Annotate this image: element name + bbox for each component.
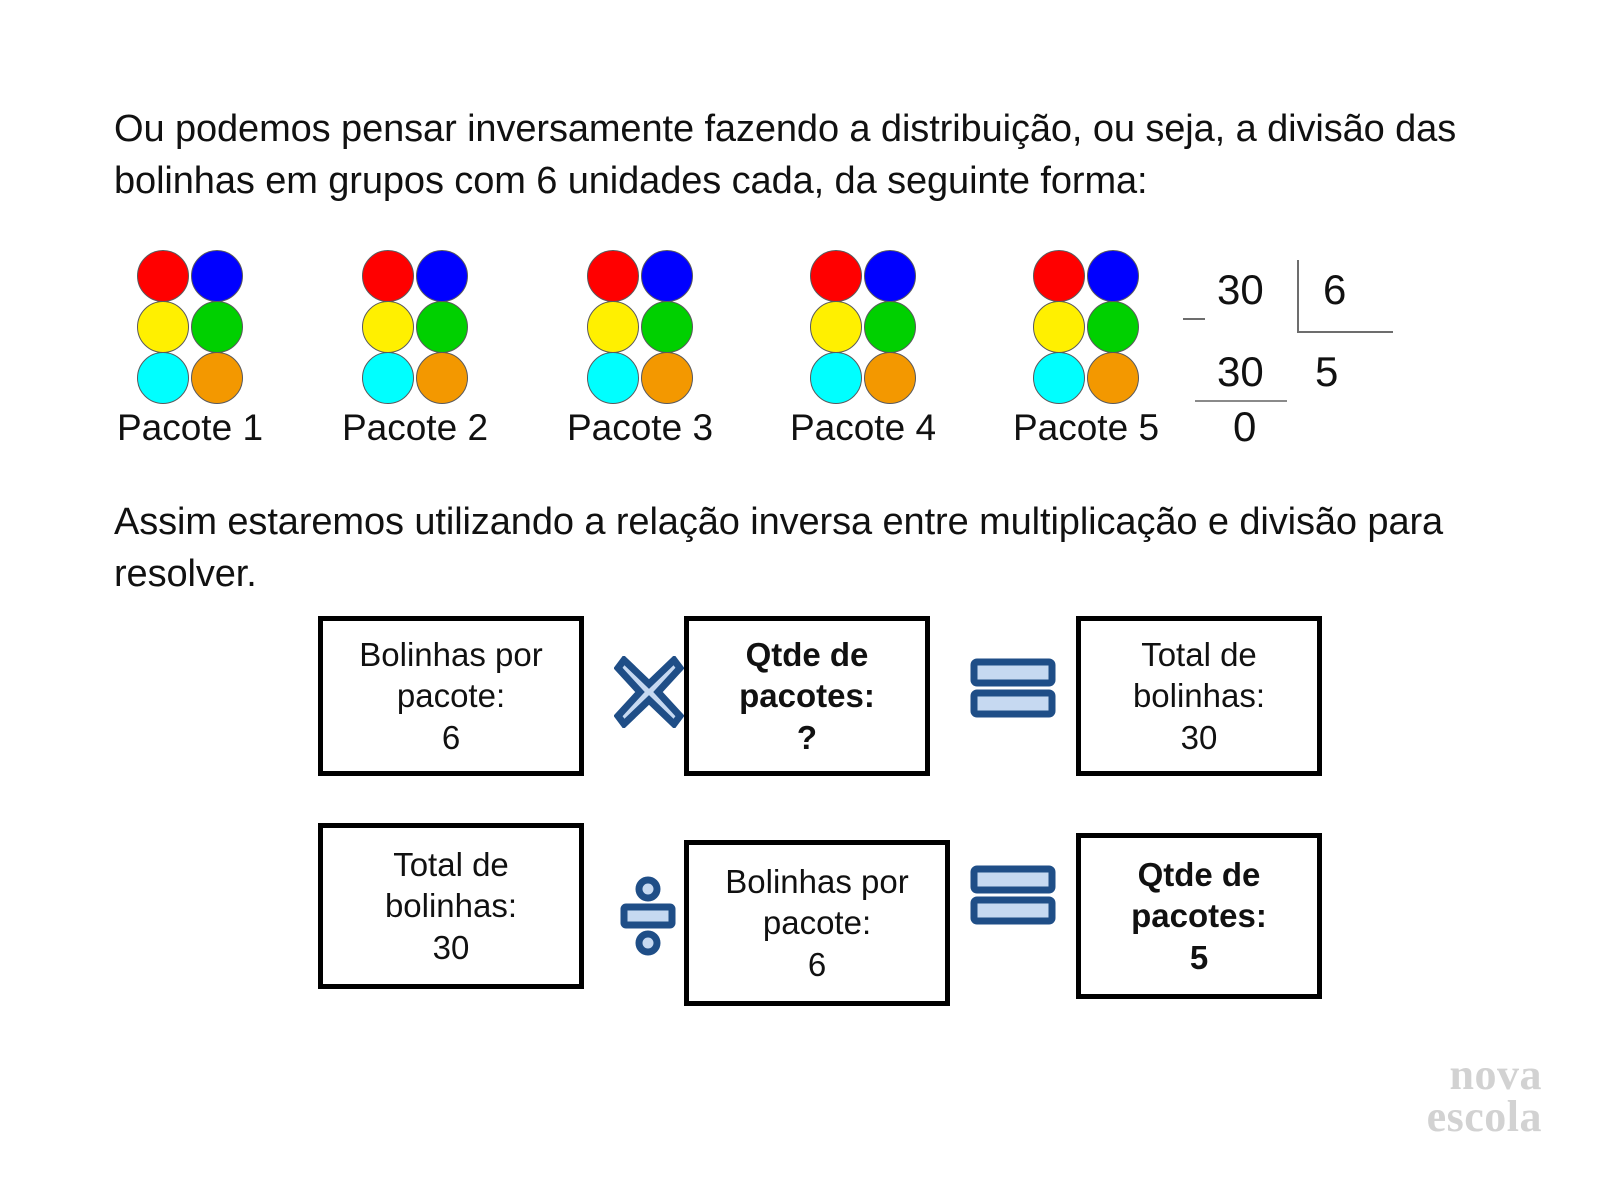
division-divisor: 6 xyxy=(1323,266,1347,313)
ball-orange xyxy=(864,351,916,404)
box-qtde-de-pacotes: Qtde de pacotes: 5 xyxy=(1076,833,1322,999)
division-dividend: 30 xyxy=(1217,266,1264,313)
logo-line-1: nova xyxy=(1449,1049,1542,1099)
ball-yellow xyxy=(587,300,639,353)
box-line-2: pacotes: xyxy=(1131,897,1267,935)
box-total-de-bolinhas: Total de bolinhas: 30 xyxy=(1076,616,1322,776)
packet-label: Pacote 1 xyxy=(116,407,264,448)
box-line-2: pacotes: xyxy=(739,677,875,715)
box-line-1: Qtde de xyxy=(1137,855,1261,893)
ball-red xyxy=(1033,249,1085,302)
ball-green xyxy=(641,300,693,353)
ball-green xyxy=(416,300,468,353)
ball-blue xyxy=(641,249,693,302)
equals-icon xyxy=(970,658,1056,718)
division-remainder: 0 xyxy=(1233,403,1257,450)
box-line-2: bolinhas: xyxy=(384,887,518,925)
intro-paragraph: Ou podemos pensar inversamente fazendo a… xyxy=(114,108,1457,203)
packet-group-1: Pacote 1 xyxy=(100,249,280,448)
box-line-1: Total de xyxy=(393,845,509,883)
ball-yellow xyxy=(810,300,862,353)
box-bolinhas-por-pacote: Bolinhas por pacote: 6 xyxy=(318,616,584,776)
packet-group-3: Pacote 3 xyxy=(550,249,730,448)
division-subtrahend: 30 xyxy=(1217,348,1264,395)
ball-cyan xyxy=(137,351,189,404)
division-horizontal-rule xyxy=(1297,331,1393,333)
ball-red xyxy=(137,249,189,302)
division-quotient: 5 xyxy=(1315,348,1339,395)
divide-icon xyxy=(620,875,676,957)
packets-row: Pacote 1 Pacote 2 Pacote 3 xyxy=(100,249,1180,460)
packet-balls xyxy=(136,249,244,404)
packet-group-4: Pacote 4 xyxy=(773,249,953,448)
long-division-algorithm: 30 6 30 5 0 xyxy=(1175,258,1405,458)
equals-icon xyxy=(970,865,1056,925)
box-line-2: bolinhas: xyxy=(1132,677,1266,715)
ball-orange xyxy=(641,351,693,404)
packet-group-2: Pacote 2 xyxy=(325,249,505,448)
ball-yellow xyxy=(1033,300,1085,353)
box-qtde-de-pacotes: Qtde de pacotes: ? xyxy=(684,616,930,776)
packet-balls xyxy=(1032,249,1140,404)
ball-green xyxy=(864,300,916,353)
ball-red xyxy=(810,249,862,302)
nova-escola-logo: nova escola xyxy=(1426,1049,1542,1141)
packet-label: Pacote 5 xyxy=(1012,407,1160,448)
ball-blue xyxy=(191,249,243,302)
box-value: 30 xyxy=(432,928,470,966)
ball-green xyxy=(191,300,243,353)
box-line-1: Total de xyxy=(1141,635,1257,673)
ball-yellow xyxy=(362,300,414,353)
box-line-1: Qtde de xyxy=(745,635,869,673)
box-line-2: pacote: xyxy=(396,677,506,715)
ball-blue xyxy=(1087,249,1139,302)
ball-orange xyxy=(1087,351,1139,404)
packet-balls xyxy=(361,249,469,404)
division-subtraction-rule xyxy=(1195,400,1287,402)
packet-label: Pacote 2 xyxy=(341,407,489,448)
division-vertical-rule xyxy=(1297,260,1299,332)
ball-orange xyxy=(416,351,468,404)
multiply-icon xyxy=(614,656,684,728)
box-value: 30 xyxy=(1180,718,1218,756)
ball-green xyxy=(1087,300,1139,353)
box-total-de-bolinhas: Total de bolinhas: 30 xyxy=(318,823,584,989)
packet-balls xyxy=(586,249,694,404)
logo-line-2: escola xyxy=(1426,1091,1542,1141)
packet-label: Pacote 4 xyxy=(789,407,937,448)
ball-red xyxy=(587,249,639,302)
packet-balls xyxy=(809,249,917,404)
ball-blue xyxy=(864,249,916,302)
division-minus-sign xyxy=(1183,318,1205,320)
box-bolinhas-por-pacote: Bolinhas por pacote: 6 xyxy=(684,840,950,1006)
ball-cyan xyxy=(362,351,414,404)
box-line-1: Bolinhas por xyxy=(725,862,909,900)
ball-cyan xyxy=(1033,351,1085,404)
ball-orange xyxy=(191,351,243,404)
box-value: 5 xyxy=(1189,938,1209,976)
ball-yellow xyxy=(137,300,189,353)
packet-group-5: Pacote 5 xyxy=(996,249,1176,448)
packet-label: Pacote 3 xyxy=(566,407,714,448)
ball-cyan xyxy=(810,351,862,404)
ball-red xyxy=(362,249,414,302)
ball-blue xyxy=(416,249,468,302)
relation-paragraph: Assim estaremos utilizando a relação inv… xyxy=(114,501,1444,596)
box-line-2: pacote: xyxy=(762,904,872,942)
box-value: 6 xyxy=(441,718,461,756)
box-value: ? xyxy=(796,718,818,756)
box-line-1: Bolinhas por xyxy=(359,635,543,673)
ball-cyan xyxy=(587,351,639,404)
box-value: 6 xyxy=(807,945,827,983)
